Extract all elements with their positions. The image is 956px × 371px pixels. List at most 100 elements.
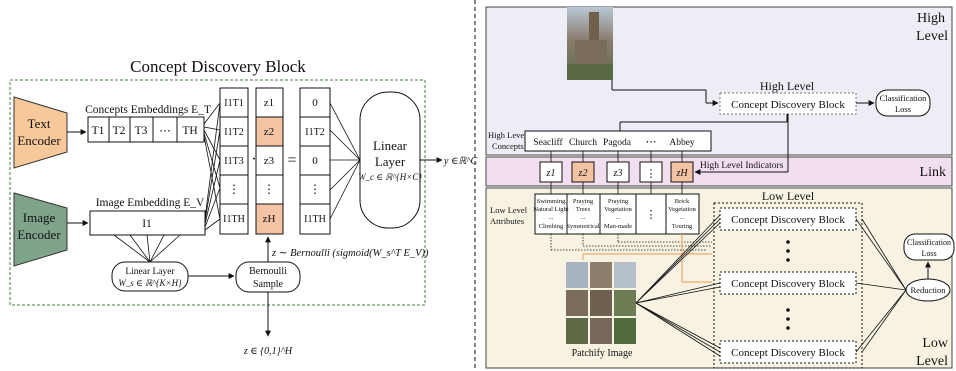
attribute-text: ... [581, 214, 586, 221]
sim-cell: I1T3 [224, 156, 243, 167]
bernoulli-label-1: Bernoulli [249, 266, 287, 277]
high-level-concepts-label-1: High Level [488, 130, 527, 140]
patch-fan [635, 214, 721, 357]
high-level-panel [485, 6, 953, 156]
attribute-text: Vegetation [604, 206, 633, 213]
similarity-column: I1T1 I1T2 I1T3 ⋮ I1TH [219, 87, 249, 235]
fan-lines-text [203, 102, 221, 231]
low-level-side-label-2: Level [916, 354, 948, 369]
concept-discovery-block-title: Concept Discovery Block [130, 57, 306, 76]
small-linear-layer-weight: W_s ∈ ℝ^{K×H} [118, 278, 182, 288]
indicator: ⋮ [646, 168, 657, 180]
cdb-dashed-frame [9, 79, 426, 306]
image-to-linear-lines [113, 234, 181, 263]
equals-operator: = [287, 152, 296, 169]
sim-cell: I1TH [223, 214, 245, 225]
classification-loss-low [903, 233, 955, 261]
text-token-row: T1 T2 T3 ⋯ TH [87, 116, 205, 143]
landmark-photo [567, 7, 613, 80]
z-cell: z2 [264, 126, 274, 138]
low-cdb-3-label: Concept Discovery Block [731, 347, 845, 359]
low-level-side-label-1: Low [922, 336, 949, 351]
low-level-attributes-label-2: Attributes [490, 216, 524, 226]
concept-item: Pagoda [603, 138, 632, 148]
text-token: T1 [92, 125, 105, 137]
attribute-text: ⋮ [646, 209, 657, 221]
dot-operator: · [251, 151, 256, 168]
high-level-cdb-label: Concept Discovery Block [731, 99, 845, 111]
attribute-text: Trees [576, 206, 591, 213]
attribute-dotted-links [550, 234, 712, 251]
text-encoder-label-2: Encoder [17, 133, 61, 148]
z-column: z1 z2 z3 ⋮ zH [255, 87, 284, 235]
z-cell: z3 [264, 155, 275, 167]
indicator: z3 [613, 168, 623, 179]
z-cell: ⋮ [263, 182, 275, 196]
classification-loss-high-2: Loss [895, 104, 911, 114]
low-level-attributes-label-1: Low Level [490, 205, 528, 215]
patchify-image [566, 262, 636, 344]
sim-cell: ⋮ [228, 182, 240, 196]
low-level-group [713, 202, 863, 369]
text-encoder-shape [13, 96, 68, 169]
indicator: z1 [546, 168, 556, 179]
high-level-concepts-label-2: Concepts [492, 141, 524, 151]
sim-cell: I1T1 [224, 98, 243, 109]
concepts-embeddings-label: Concepts Embeddings E_T [85, 104, 211, 116]
sim-cell: I1T2 [224, 127, 243, 138]
concept-item: ⋯ [646, 136, 657, 148]
high-level-side-label-1: High [917, 11, 945, 26]
text-token: T3 [135, 125, 148, 137]
concept-item: Church [569, 138, 597, 148]
text-token: ⋯ [159, 125, 171, 137]
small-linear-layer-label: Linear Layer [125, 267, 175, 277]
attribute-text: Climbing [539, 223, 564, 230]
attribute-text: Symmetrical [566, 223, 599, 230]
concept-item: Seacliff [533, 137, 563, 148]
out-cell: ⋮ [309, 182, 321, 196]
text-encoder-label-1: Text [28, 116, 51, 131]
reduction-label: Reduction [911, 285, 947, 295]
indicator: z2 [578, 168, 588, 179]
high-level-side-label-2: Level [916, 29, 948, 44]
text-token: T2 [113, 125, 126, 137]
z-sampling-formula: z ∼ Bernoulli (sigmoid(W_s^T E_V)) [271, 248, 429, 259]
image-embedding-label: Image Embedding E_V [96, 197, 205, 209]
attribute-text: Swimming [537, 198, 566, 205]
attribute-text: ... [680, 214, 685, 221]
out-cell: I1T2 [305, 127, 324, 138]
high-level-title: High Level [760, 79, 815, 93]
attribute-text: Natural Light [533, 206, 568, 213]
attribute-text: ... [616, 214, 621, 221]
image-encoder-shape [13, 192, 68, 267]
out-cell: 0 [312, 97, 318, 109]
attribute-text: Man-made [604, 223, 632, 230]
linear-layer-label-1: Linear [373, 138, 408, 153]
output-y-label: y ∈ℝ^C [443, 156, 477, 167]
attribute-text: Brick [675, 198, 690, 205]
z-space-label: z ∈ {0,1}^H [243, 346, 293, 357]
classification-loss-low-2: Loss [921, 249, 936, 258]
output-column: 0 I1T2 0 ⋮ I1TH [299, 87, 331, 235]
low-cdb-1-label: Concept Discovery Block [731, 214, 845, 226]
z-cell: zH [263, 213, 276, 225]
indicator: zH [675, 168, 688, 179]
attribute-text: Praying [573, 198, 594, 205]
classification-loss-high [875, 89, 931, 117]
vertical-ellipsis [786, 240, 790, 330]
low-level-title: Low Level [762, 189, 815, 203]
linear-layer-weight: W_c ∈ ℝ^{H×C} [358, 172, 422, 182]
concept-item: Abbey [669, 138, 695, 148]
attribute-text: Touring [672, 223, 693, 230]
attribute-text: Praying [608, 198, 629, 205]
bernoulli-label-2: Sample [253, 279, 284, 290]
image-token: I1 [142, 218, 152, 230]
classification-loss-low-1: Classification [907, 238, 951, 247]
patchify-label: Patchify Image [572, 348, 633, 359]
image-token-box [89, 210, 206, 236]
high-level-indicators-label: High Level Indicators [700, 161, 784, 171]
reduction-fan [855, 218, 907, 353]
attribute-text: Vegetation [668, 206, 697, 213]
low-cdb-2-label: Concept Discovery Block [731, 278, 845, 290]
